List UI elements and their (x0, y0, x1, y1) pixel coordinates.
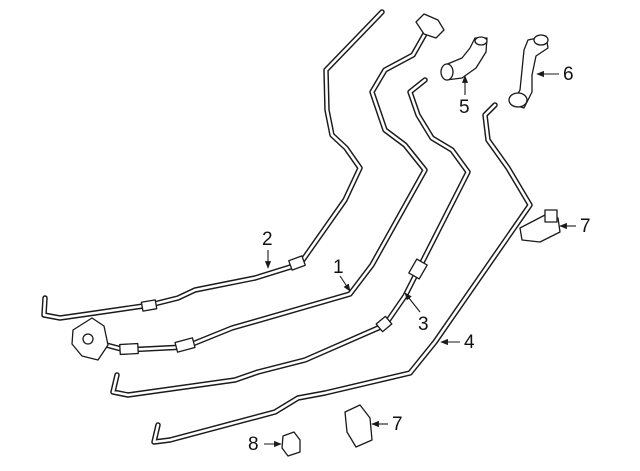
callout-3: 3 (404, 292, 429, 335)
hose-6-top-clamp (533, 34, 549, 46)
line-part-4 (151, 102, 533, 445)
svg-text:7: 7 (580, 216, 591, 237)
svg-text:4: 4 (464, 332, 475, 353)
line-3-fitting (375, 315, 393, 333)
line-part-3 (110, 77, 471, 398)
hose-5-end (474, 36, 488, 46)
line-1-sleeve-a (119, 342, 139, 356)
line-2-sleeve (288, 255, 306, 271)
callout-6: 6 (536, 64, 574, 85)
callout-4: 4 (440, 332, 475, 353)
svg-text:3: 3 (418, 314, 429, 335)
callout-1: 1 (333, 257, 351, 292)
line-1-top-connector (415, 13, 445, 39)
svg-text:6: 6 (563, 64, 574, 85)
callout-5: 5 (459, 75, 470, 118)
callout-8: 8 (248, 434, 282, 455)
line-3-sleeve (408, 258, 428, 280)
svg-text:8: 8 (248, 434, 259, 455)
svg-text:1: 1 (333, 257, 344, 278)
clip-part-7-upper (519, 209, 561, 243)
svg-text:7: 7 (392, 414, 403, 435)
callout-2: 2 (262, 229, 273, 269)
line-2-fitting (140, 299, 158, 312)
callout-7-lower: 7 (371, 414, 403, 435)
clip-part-8 (281, 431, 301, 457)
line-part-1 (71, 13, 445, 361)
hose-6-bottom-clamp (508, 92, 528, 108)
hose-part-5 (440, 36, 488, 81)
callout-7-upper: 7 (559, 216, 591, 237)
svg-text:5: 5 (459, 97, 470, 118)
line-1-sleeve-b (174, 337, 196, 353)
hose-5-clamp (440, 63, 454, 81)
line-part-2 (41, 9, 385, 321)
line-1-fitting-bolt (82, 333, 94, 345)
clip-part-7-lower (344, 404, 373, 448)
svg-text:2: 2 (262, 229, 273, 250)
hose-part-6 (508, 34, 549, 109)
